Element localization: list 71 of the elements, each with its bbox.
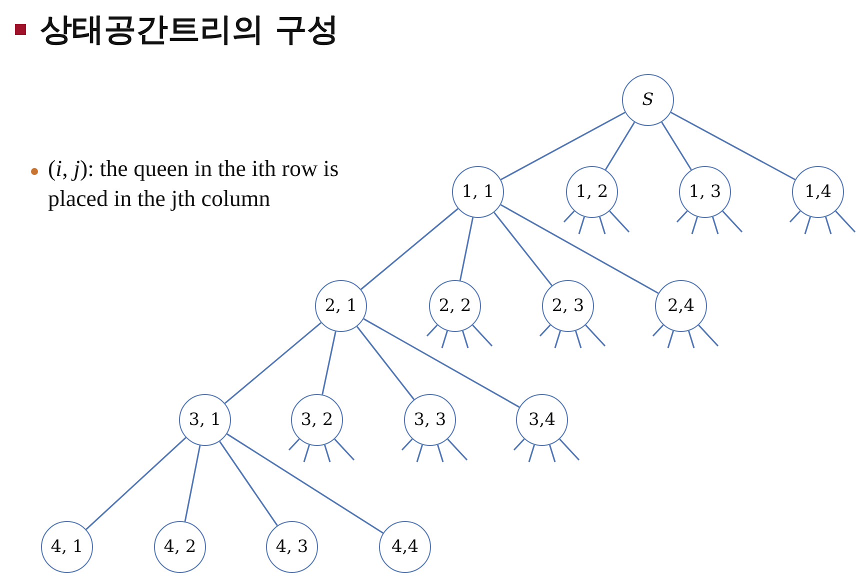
tree-node-circle: 1, 1 — [452, 166, 504, 218]
tree-node-circle: 1,4 — [792, 166, 844, 218]
tree-edge — [528, 444, 536, 462]
tree-edge — [722, 210, 743, 232]
tree-node-circle: 1, 2 — [566, 166, 618, 218]
tree-edge — [609, 210, 630, 232]
tree-edge — [661, 122, 692, 170]
tree-node-circle: 2,4 — [655, 280, 707, 332]
tree-edge — [824, 216, 832, 234]
tree-node-circle: 1, 3 — [679, 166, 731, 218]
tree-edge — [500, 112, 626, 180]
tree-node-circle: 4, 1 — [41, 521, 93, 573]
tree-edge — [224, 322, 322, 404]
tree-edge — [604, 122, 636, 170]
tree-edge — [441, 330, 448, 348]
tree-edge — [303, 444, 310, 462]
tree-node-circle: 3, 3 — [404, 394, 456, 446]
tree-edge — [670, 112, 796, 180]
tree-edge — [356, 326, 415, 400]
tree-node-circle: 4, 2 — [154, 521, 206, 573]
tree-node-circle: 3,4 — [516, 394, 568, 446]
tree-edge — [363, 318, 520, 408]
tree-edge — [360, 208, 458, 290]
tree-edge — [500, 204, 659, 294]
tree-edge — [226, 433, 384, 534]
tree-edge — [676, 210, 688, 223]
tree-edge — [472, 324, 493, 346]
tree-node-circle: 2, 2 — [429, 280, 481, 332]
tree-edge — [652, 324, 664, 337]
bullet-text: (i, j): the queen in the ith row is placed in the jth column — [48, 155, 340, 213]
tree-edge — [712, 216, 719, 234]
tree-edge — [688, 330, 695, 348]
tree-edge — [184, 445, 201, 522]
tree-node-circle: S — [622, 74, 674, 126]
tree-edge — [416, 444, 424, 462]
tree-edge — [334, 438, 355, 460]
tree-node-circle: 2, 1 — [315, 280, 367, 332]
tree-edge — [426, 324, 438, 337]
tree-edge — [559, 438, 580, 460]
tree-node-circle: 4, 3 — [266, 521, 318, 573]
tree-node-circle: 4,4 — [379, 521, 431, 573]
tree-edge — [513, 438, 525, 451]
tree-edge — [436, 444, 444, 462]
tree-edge — [554, 330, 562, 348]
tree-edge — [667, 330, 674, 348]
tree-edge — [698, 324, 719, 346]
title: 상태공간트리의 구성 — [40, 9, 340, 50]
tree-edge — [574, 330, 582, 348]
tree-node-circle: 3, 1 — [179, 394, 231, 446]
tree-edge — [804, 216, 812, 234]
tree-node-circle: 2, 3 — [542, 280, 594, 332]
tree-edge — [835, 210, 856, 232]
tree-edge — [548, 444, 556, 462]
tree-edge — [494, 212, 552, 286]
tree-edge — [401, 438, 413, 451]
tree-node-circle: 3, 2 — [291, 394, 343, 446]
tree-edge — [789, 210, 801, 223]
tree-edge — [447, 438, 468, 460]
tree-edge — [585, 324, 606, 346]
tree-edge — [462, 330, 469, 348]
tree-edge — [459, 217, 474, 281]
tree-edge — [86, 437, 186, 530]
tree-edge — [324, 444, 331, 462]
tree-edge — [288, 438, 300, 451]
tree-edge — [691, 216, 698, 234]
tree-edge — [539, 324, 551, 337]
tree-edge — [219, 441, 278, 526]
tree-edge — [322, 331, 336, 395]
tree-edge — [578, 216, 586, 234]
tree-edge — [598, 216, 606, 234]
tree-edge — [563, 210, 575, 223]
